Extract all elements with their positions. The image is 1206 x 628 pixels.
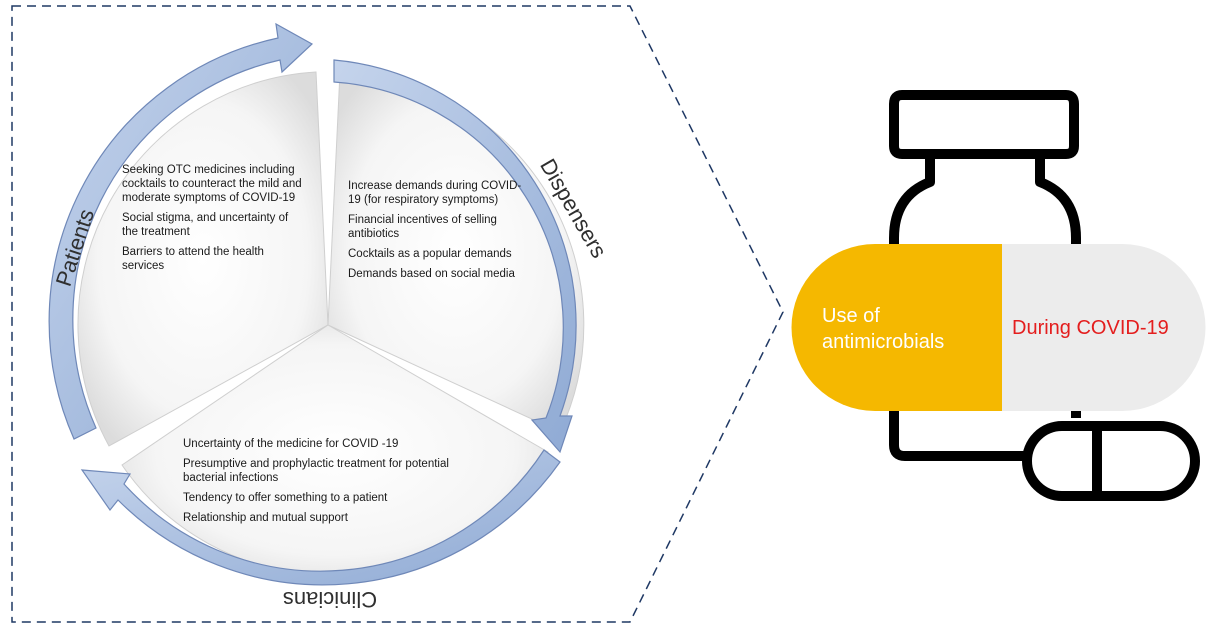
dispensers-text-block: Increase demands during COVID-19 (for re… <box>348 179 528 287</box>
label-clinicians: Clinicians <box>283 587 377 612</box>
clinicians-item: Relationship and mutual support <box>183 512 348 524</box>
dispensers-item: Cocktails as a popular demands <box>348 248 512 260</box>
pill-left-line1: Use of <box>822 305 880 327</box>
arrow-clinicians <box>80 449 561 586</box>
patients-item: Social stigma, and uncertainty of the tr… <box>122 212 289 238</box>
pill-left-line2: antimicrobials <box>822 331 944 353</box>
dispensers-item: Increase demands during COVID-19 (for re… <box>348 180 522 206</box>
dashed-frame <box>11 5 784 623</box>
dispensers-item: Financial incentives of selling antibiot… <box>348 214 497 240</box>
patients-text-block: Seeking OTC medicines including cocktail… <box>122 163 307 279</box>
patients-item: Barriers to attend the health services <box>122 246 264 272</box>
dispensers-item: Demands based on social media <box>348 268 515 280</box>
arrow-patients <box>48 22 314 440</box>
capsule-icon <box>791 244 1206 411</box>
clinicians-item: Uncertainty of the medicine for COVID -1… <box>183 438 399 450</box>
patients-item: Seeking OTC medicines including cocktail… <box>122 164 302 204</box>
bottle-icon <box>889 90 1081 461</box>
clinicians-text-block: Uncertainty of the medicine for COVID -1… <box>183 437 483 531</box>
sector-patients <box>77 71 329 447</box>
clinicians-item: Tendency to offer something to a patient <box>183 492 388 504</box>
tablet-icon <box>1022 421 1200 501</box>
pill-right-label: During COVID-19 <box>1012 317 1169 339</box>
clinicians-item: Presumptive and prophylactic treatment f… <box>183 458 449 484</box>
arrow-dispensers <box>333 59 577 454</box>
